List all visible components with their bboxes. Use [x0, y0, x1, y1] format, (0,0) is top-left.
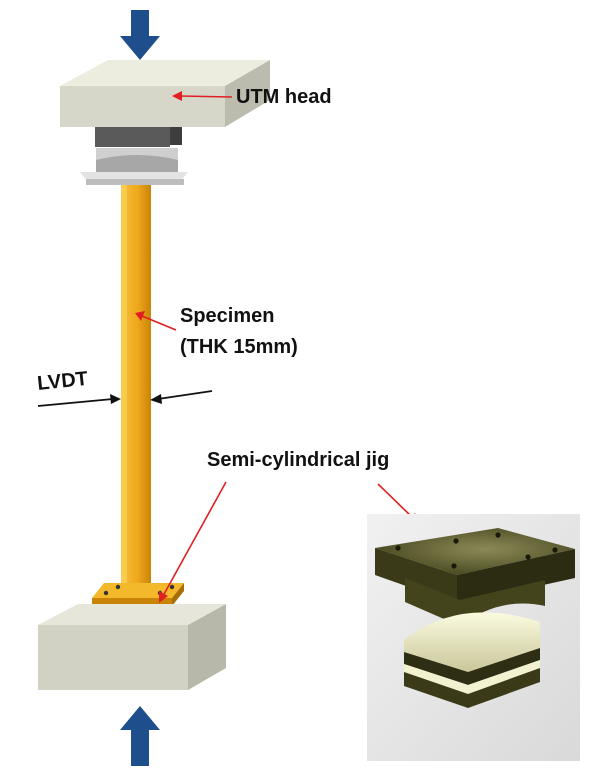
jig-callout-arrow-lower [159, 481, 227, 603]
utm-head-label: UTM head [236, 86, 332, 108]
specimen-label: Specimen [180, 305, 274, 327]
jig-convex-block [404, 612, 540, 672]
lvdt-arrows [37, 390, 213, 407]
jig-top-plate [375, 528, 575, 575]
upper-jig [80, 127, 188, 185]
bottom-load-arrow-icon [120, 706, 160, 766]
specimen-column [121, 185, 151, 595]
specimen-callout-arrow [135, 311, 177, 331]
jig-detail-panel [367, 514, 580, 761]
base-block [38, 604, 226, 690]
top-load-arrow-icon [120, 10, 160, 60]
jig-concave-block [405, 578, 545, 626]
jig-label: Semi-cylindrical jig [207, 449, 389, 471]
lower-end-plate [92, 583, 184, 606]
thickness-label: (THK 15mm) [180, 336, 298, 358]
utm-head-callout-arrow [172, 91, 233, 101]
lvdt-label: LVDT [36, 368, 89, 395]
